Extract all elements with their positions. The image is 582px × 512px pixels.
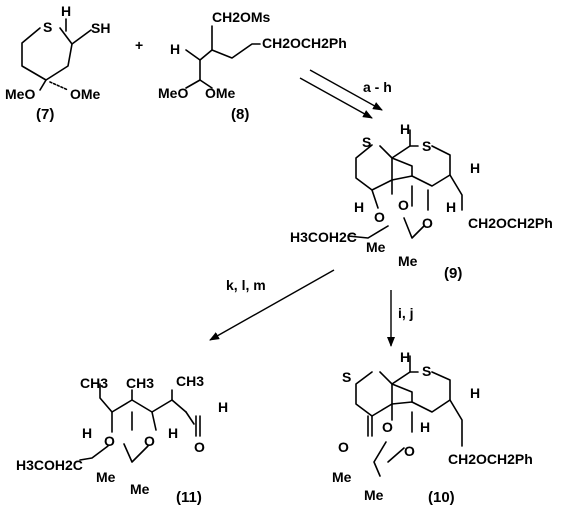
- condition-i-j: i, j: [398, 305, 414, 321]
- c11-h3coh2c-label: H3COH2C: [16, 457, 83, 473]
- c11-ch3-2-label: CH3: [126, 375, 154, 391]
- compound-7-number: (7): [36, 106, 54, 123]
- c9-h-right-label: H: [470, 160, 480, 176]
- c11-ch3-1-label: CH3: [80, 375, 108, 391]
- c7-meo-label: MeO: [5, 86, 35, 102]
- compound-11-number: (11): [176, 489, 202, 506]
- c7-s-label: S: [43, 19, 52, 35]
- c9-h-top-label: H: [400, 121, 410, 137]
- compound-10: H S S H O O O H CH2OCH2Ph Me Me (10): [332, 349, 533, 506]
- c9-ch2och2ph-label: CH2OCH2Ph: [468, 215, 553, 231]
- c10-h-top-label: H: [400, 349, 410, 365]
- compound-9: S H S H H O O O H CH2OCH2Ph H3COH2C Me M…: [290, 121, 553, 282]
- compound-8-number: (8): [231, 106, 249, 123]
- c11-o-left-label: O: [104, 433, 115, 449]
- c7-sh-label: SH: [91, 20, 110, 36]
- c9-o-left-label: O: [374, 209, 385, 225]
- c8-meo-label: MeO: [158, 85, 188, 101]
- c11-me1-label: Me: [96, 469, 116, 485]
- c10-h-mid-label: H: [420, 419, 430, 435]
- c9-o-right-label: O: [422, 215, 433, 231]
- c10-s-left-label: S: [342, 369, 351, 385]
- c9-o-center-label: O: [398, 197, 409, 213]
- c9-s-left-label: S: [362, 134, 371, 150]
- c9-s-right-label: S: [422, 138, 431, 154]
- c8-ome-label: OMe: [205, 85, 236, 101]
- c10-h-right-label: H: [470, 385, 480, 401]
- plus-sign: +: [135, 37, 143, 53]
- c9-me1-label: Me: [366, 239, 386, 255]
- condition-k-l-m: k, l, m: [226, 277, 266, 293]
- compound-10-number: (10): [428, 489, 455, 506]
- c10-me1-label: Me: [332, 469, 352, 485]
- c9-h-left-label: H: [354, 199, 364, 215]
- c9-h-mid-label: H: [446, 199, 456, 215]
- compound-7: S H SH MeO OMe (7): [5, 3, 110, 123]
- c10-ch2och2ph-label: CH2OCH2Ph: [448, 451, 533, 467]
- c11-h-left-label: H: [82, 425, 92, 441]
- compound-9-number: (9): [444, 265, 462, 282]
- compound-8: CH2OMs H CH2OCH2Ph MeO OMe (8): [158, 9, 347, 123]
- compound-11: CH3 CH3 CH3 H O H O O H H3COH2C Me Me (1…: [16, 373, 228, 506]
- c8-h-label: H: [170, 41, 180, 57]
- c10-me2-label: Me: [364, 487, 384, 503]
- c8-ch2och2ph-label: CH2OCH2Ph: [262, 35, 347, 51]
- c7-h-label: H: [61, 3, 71, 19]
- c9-h3coh2c-label: H3COH2C: [290, 229, 357, 245]
- arrow-k-l-m: k, l, m: [209, 269, 335, 341]
- c11-ch3-3-label: CH3: [176, 373, 204, 389]
- c10-o-right-label: O: [404, 443, 415, 459]
- c10-o-center-label: O: [382, 419, 393, 435]
- c10-o-ketone-label: O: [338, 439, 349, 455]
- c11-me2-label: Me: [130, 481, 150, 497]
- condition-a-h: a - h: [363, 79, 392, 95]
- arrow-a-h: a - h: [299, 69, 392, 119]
- c7-ome-label: OMe: [70, 86, 101, 102]
- c11-h-right-label: H: [168, 425, 178, 441]
- c9-me2-label: Me: [398, 253, 418, 269]
- arrow-i-j: i, j: [387, 290, 414, 347]
- c11-o-ald-label: O: [194, 439, 205, 455]
- c11-o-right-label: O: [144, 433, 155, 449]
- c11-h-ald-label: H: [218, 399, 228, 415]
- c8-ch2oms-label: CH2OMs: [212, 9, 271, 25]
- c10-s-right-label: S: [422, 363, 431, 379]
